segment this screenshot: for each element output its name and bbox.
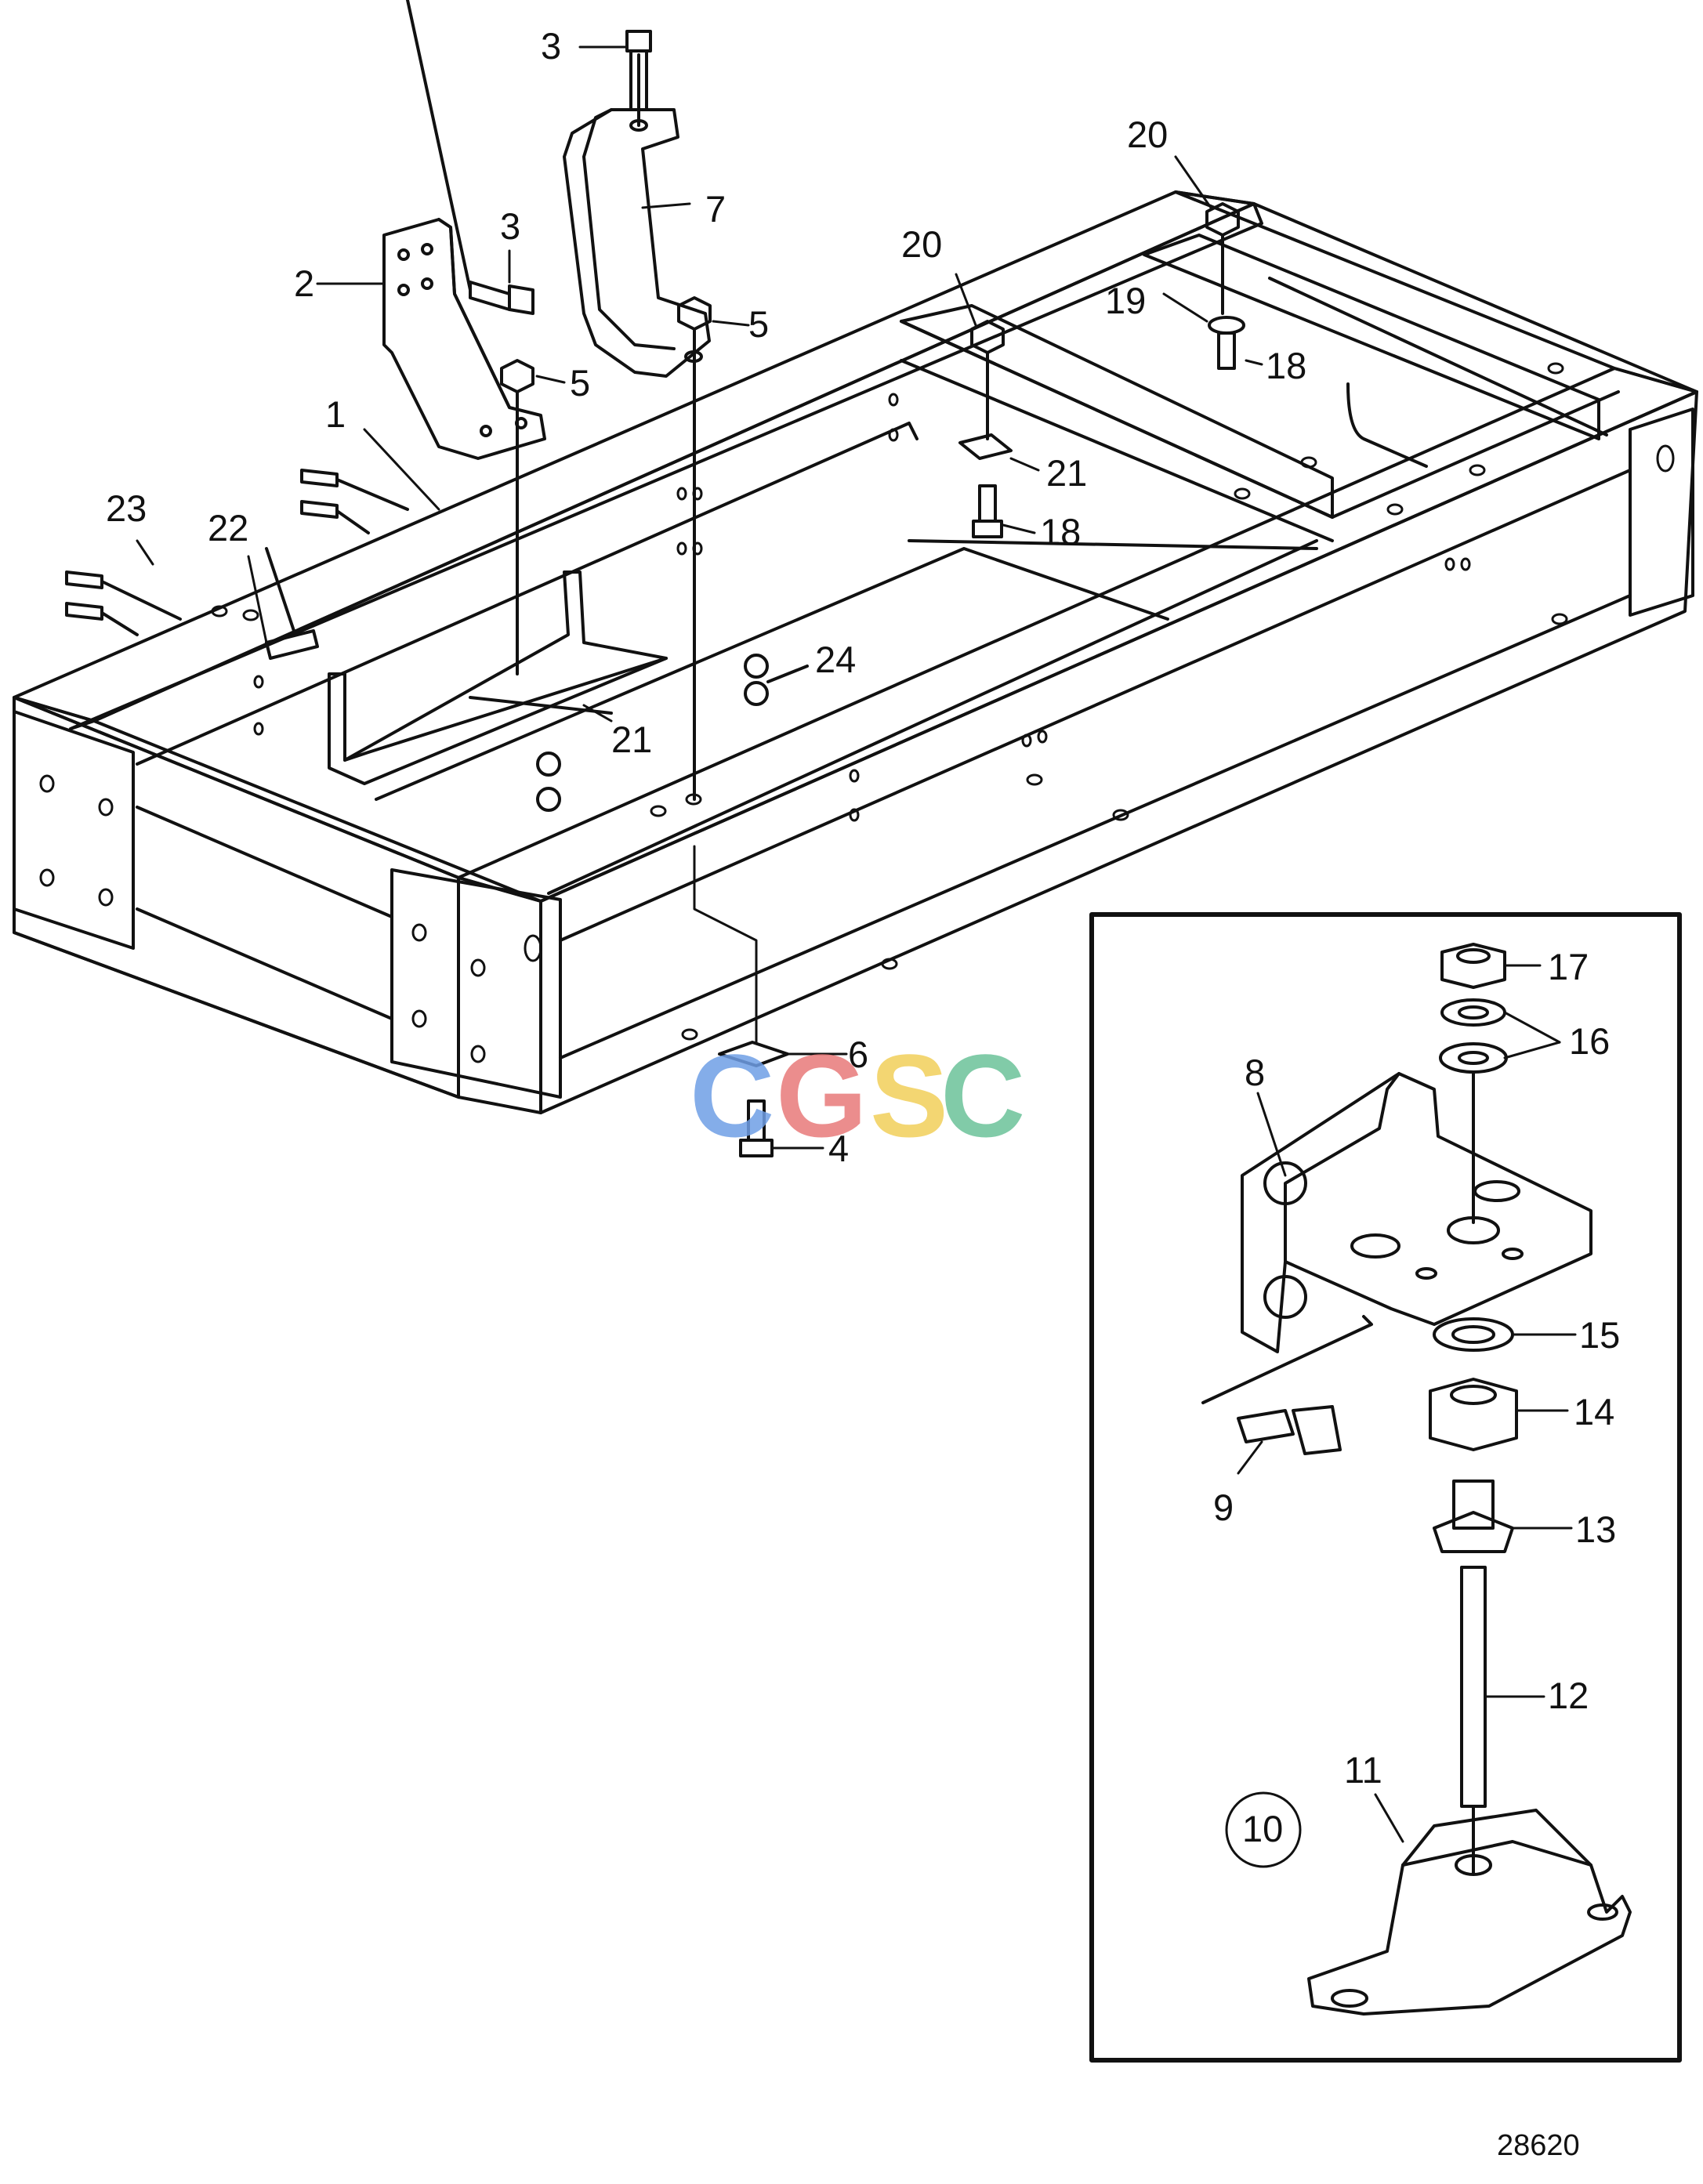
- rubber-mount-11: [1307, 1809, 1632, 2016]
- nut-20-a: [970, 320, 1005, 440]
- watermark-letter-1: C: [690, 1030, 774, 1161]
- callout-12: 12: [1548, 1675, 1589, 1716]
- washers-16: [1439, 998, 1508, 1074]
- nuts-25: [536, 654, 809, 812]
- watermark-letter-3: S: [870, 1030, 948, 1161]
- callout-24: 23: [106, 487, 147, 529]
- callout-5a: 5: [570, 362, 590, 404]
- callout-15: 15: [1579, 1314, 1620, 1356]
- watermark-letter-2: G: [776, 1030, 868, 1161]
- nut-5-left: [500, 359, 534, 675]
- callout-21: 21: [1046, 452, 1087, 494]
- callout-8: 8: [1245, 1052, 1265, 1093]
- nut-20-b: [1205, 202, 1240, 315]
- callout-11: 11: [1344, 1749, 1382, 1791]
- callout-7: 7: [705, 188, 726, 230]
- tray-22: [328, 570, 668, 785]
- callout-5b: 5: [748, 303, 769, 345]
- cgsc-watermark: C G S C: [690, 1030, 1025, 1161]
- bracket-7: [563, 108, 711, 378]
- inset-frame: [1089, 912, 1682, 2063]
- callout-1: 1: [325, 393, 346, 435]
- callout-16: 16: [1569, 1020, 1610, 1062]
- callout-17: 17: [1548, 946, 1589, 987]
- stud-23: [265, 547, 319, 660]
- nut-17: [1440, 943, 1506, 989]
- callout-18b: 18: [1040, 511, 1081, 552]
- drawing-number: 28620: [1497, 2129, 1580, 2162]
- leader-lines: [136, 45, 1577, 1843]
- callout-6: 6: [848, 1034, 868, 1075]
- callout-14: 14: [1574, 1391, 1614, 1432]
- stud-12: [1460, 1566, 1487, 1874]
- callout-19: 19: [1105, 280, 1146, 321]
- callout-3b: 3: [500, 205, 520, 247]
- callout-18a: 18: [1266, 345, 1306, 386]
- callout-2: 2: [294, 263, 314, 304]
- callout-3a: 3: [541, 25, 561, 67]
- bracket-2: [382, 218, 546, 460]
- assembly-10-circle: [1225, 1791, 1302, 1868]
- bolt-9: [1201, 1315, 1373, 1455]
- callout-20b: 20: [901, 223, 942, 265]
- callout-4: 4: [828, 1128, 849, 1169]
- bolts-24: [65, 469, 409, 636]
- base-frame: [13, 190, 1698, 1114]
- nut-13: [1433, 1480, 1514, 1553]
- nut-14: [1429, 1378, 1518, 1451]
- callout-25: 24: [815, 639, 856, 680]
- washer-15: [1433, 1317, 1514, 1352]
- callout-23: 22: [208, 507, 248, 549]
- plate-21: [958, 433, 1013, 460]
- washer-19: [1208, 316, 1245, 370]
- bolt-3-top: [625, 30, 652, 127]
- callout-10: 10: [1242, 1808, 1283, 1849]
- callout-labels: 3 3 2 7 5 5 1 23 22 21 24 20 20 19 18 21…: [106, 25, 1620, 1849]
- frame-holes: [39, 362, 1675, 1063]
- callout-13: 13: [1575, 1509, 1616, 1550]
- bolt-4: [739, 1099, 774, 1157]
- mount-bracket-8: [1241, 1072, 1592, 1353]
- nut-5-right: [677, 296, 712, 801]
- callout-9: 9: [1213, 1487, 1234, 1528]
- callout-22: 21: [611, 719, 652, 760]
- watermark-letter-4: C: [940, 1030, 1025, 1161]
- bolt-18-left: [972, 484, 1003, 538]
- callout-20a: 20: [1127, 114, 1168, 155]
- bolt-3-side: [406, 0, 534, 315]
